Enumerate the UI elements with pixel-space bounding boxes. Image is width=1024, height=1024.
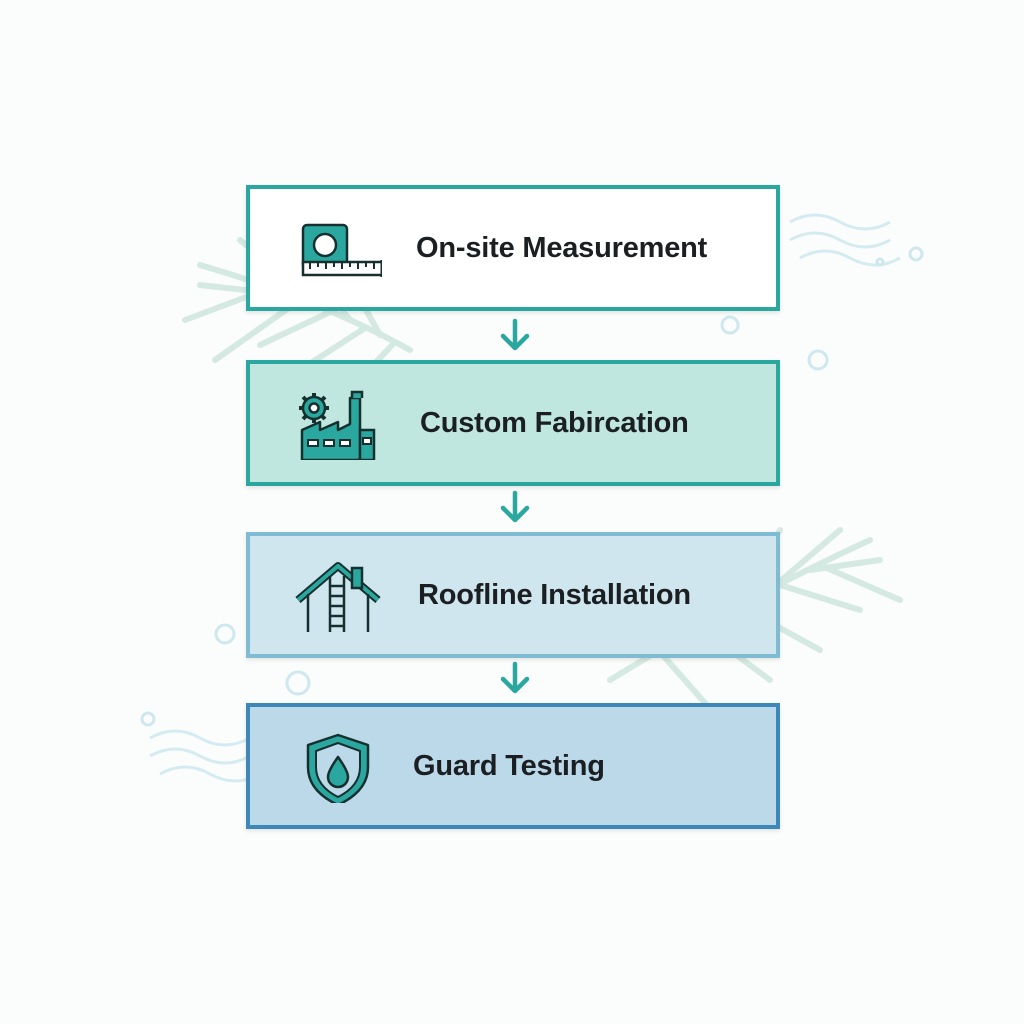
shield-drop-icon: [306, 733, 370, 803]
factory-gear-icon: [299, 390, 376, 460]
step-label: Roofline Installation: [418, 578, 691, 611]
wave-lines-right: [789, 213, 901, 267]
house-ladder-icon: [295, 562, 381, 632]
wave-lines-left: [149, 729, 261, 783]
bubbles: [140, 246, 924, 727]
step-roofline-installation: Roofline Installation: [246, 532, 780, 658]
step-guard-testing: Guard Testing: [246, 703, 780, 829]
step-label: Guard Testing: [413, 749, 605, 782]
chevron-down-icon: [500, 661, 530, 694]
chevron-down-icon: [500, 490, 530, 523]
step-on-site-measurement: On-site Measurement: [246, 185, 780, 311]
tape-measure-icon: [301, 223, 382, 277]
step-label: Custom Fabircation: [420, 406, 689, 439]
step-label: On-site Measurement: [416, 231, 708, 264]
chevron-down-icon: [500, 318, 530, 351]
step-custom-fabrication: Custom Fabircation: [246, 360, 780, 486]
